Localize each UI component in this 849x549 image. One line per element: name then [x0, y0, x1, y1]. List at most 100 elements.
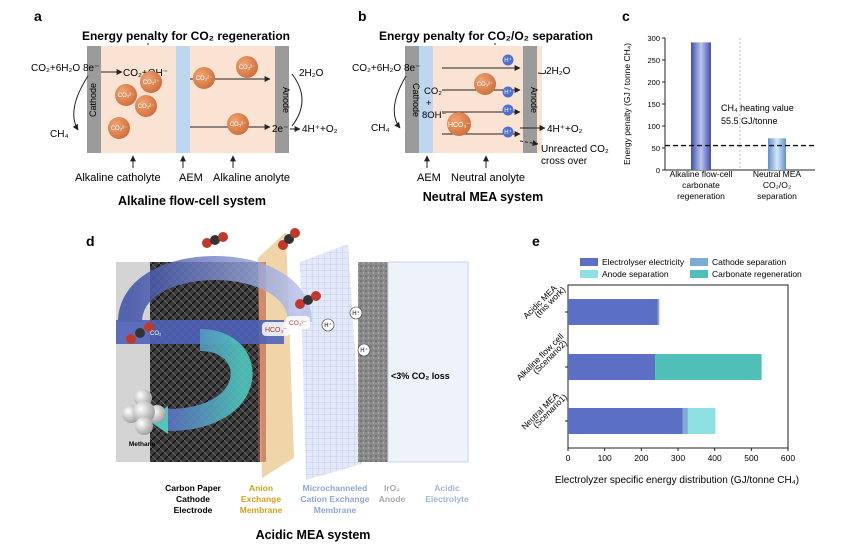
alkaline-system-title: Alkaline flow-cell system [118, 194, 266, 208]
anode-label: Anode [529, 87, 539, 113]
panel-c-cat1-line: Alkaline flow-cell [670, 169, 733, 179]
co2-molecule-label: CO₂ [150, 331, 162, 337]
panel-e-legend-swatch [580, 270, 598, 278]
panel-c-annotation-line2: 55.5 GJ/tonne [721, 116, 778, 126]
panel-e-legend-swatch [690, 270, 708, 278]
panel-e-x-tick-label: 500 [744, 453, 758, 463]
proton-bubble [349, 306, 363, 320]
co3-bubble [474, 73, 496, 95]
aem-label-line: Membrane [240, 505, 283, 515]
catalyst-interface-layer [258, 262, 266, 462]
methane-outlet-arc [167, 329, 253, 431]
co3-bubble [227, 113, 249, 135]
label-aem: AEM [417, 172, 441, 184]
panel-e-xlabel: Electrolyzer specific energy distributio… [555, 475, 799, 486]
electrolyte-label-line: Acidic [434, 483, 460, 493]
panel-c-bar [691, 42, 711, 170]
panel-e-category-label-line: Alkaline flow cell [514, 331, 565, 382]
panel-d: d CO₂ HCO₃⁻ CO₃²⁻ H⁺ [86, 228, 469, 542]
panel-e-bar-segment [655, 354, 762, 380]
co3-bubble-label: CO₃²⁻ [111, 126, 128, 132]
co3-tag [286, 316, 310, 329]
co3-bubble-label: CO₃²⁻ [239, 65, 256, 71]
ch4-arrow [72, 75, 89, 131]
co3-bubble [140, 71, 162, 93]
proton-label: H⁺ [504, 57, 512, 64]
membrane-oh: 8OH⁻ [422, 110, 447, 121]
co3-bubble [115, 84, 137, 106]
anode-products: 4H⁺+O₂ [547, 124, 583, 135]
panel-e-legend-label: Carbonate regeneration [712, 269, 802, 279]
cathode-reactants: CO₂+6H₂O 8e⁻ [31, 63, 99, 74]
panel-c-ylabel: Energy penalty (GJ / tonne CH₄) [622, 43, 632, 165]
proton-bubble [502, 126, 514, 138]
panel-c-y-tick-label: 100 [647, 122, 660, 131]
label-neutral-anolyte: Neutral anolyte [451, 172, 525, 184]
aem-label-line: Exchange [241, 494, 281, 504]
co3-bubble-label: CO₃²⁻ [196, 76, 213, 82]
panel-e-x-tick-label: 600 [781, 453, 795, 463]
carbon-paper-label-line: Carbon Paper [165, 483, 221, 493]
cathode-reactants: CO₂+6H₂O 8e⁻ [352, 63, 420, 74]
co2-loss-label: <3% CO₂ loss [391, 371, 450, 381]
membrane-plus: + [426, 98, 432, 109]
ch4-arrow [393, 75, 407, 129]
panel-e-legend-label: Anode separation [602, 269, 669, 279]
label-alkaline-anolyte: Alkaline anolyte [213, 172, 290, 184]
ch4-product: CH₄ [371, 123, 390, 134]
proton-bubble [321, 318, 335, 332]
co3-bubble [193, 67, 215, 89]
co2-molecule [126, 322, 154, 344]
microchanneled-cation-exchange-membrane [300, 244, 362, 480]
panel-e-legend-label: Cathode separation [712, 257, 786, 267]
panel-e-bar-segment [682, 408, 688, 434]
crossover-label: cross over [541, 156, 588, 167]
co2-molecule [295, 291, 321, 309]
panel-e-x-tick-label: 300 [671, 453, 685, 463]
cathode-plate [87, 46, 101, 153]
panel-e-bar-segment [657, 299, 660, 325]
anode-products: 4H⁺+O₂ [302, 124, 338, 135]
proton-label: H⁺ [324, 322, 332, 329]
panel-e-x-tick-label: 100 [598, 453, 612, 463]
proton-bubble [357, 343, 371, 357]
anode-label: Anode [281, 87, 291, 113]
proton-label: H⁺ [504, 107, 512, 114]
panel-a-letter: a [34, 8, 42, 24]
proton-label: H⁺ [360, 347, 368, 354]
panel-c-cat1-line: regeneration [677, 191, 725, 201]
cem-label-line: Cation Exchange [301, 494, 370, 504]
unreacted-co2-label: Unreacted CO₂ [541, 144, 609, 155]
co3-bubble-label: CO₃²⁻ [118, 93, 135, 99]
iro2-label-line: Anode [379, 494, 406, 504]
aem-membrane [419, 46, 433, 153]
panel-a: a Energy penalty for CO₂ regeneration Ca… [31, 8, 338, 208]
panel-c-y-tick-label: 250 [647, 56, 660, 65]
carbon-paper-label-line: Cathode [176, 494, 210, 504]
electrolyte-label-line: Electrolyte [425, 494, 469, 504]
panel-c-cat2-line: CO₂/O₂ [763, 180, 791, 190]
panel-e-bar-segment [568, 354, 656, 380]
panel-e-x-tick-label: 200 [634, 453, 648, 463]
anode-plate [275, 46, 289, 153]
panel-c: c Energy penalty (GJ / tonne CH₄) 050100… [622, 8, 815, 201]
cem-label-line: Microchanneled [303, 483, 368, 493]
co2-molecule [278, 228, 300, 250]
neutral-electrolyte-region [420, 46, 542, 153]
ch4-product: CH₄ [50, 129, 69, 140]
hco3-bubble-label: HCO₃⁻ [448, 122, 470, 129]
co3-bubble [135, 95, 157, 117]
panel-c-y-tick-label: 200 [647, 78, 660, 87]
panel-e-legend-swatch [580, 258, 598, 266]
panel-c-y-tick-label: 50 [652, 144, 660, 153]
panel-e-letter: e [532, 233, 540, 249]
anode-water-curve [537, 69, 547, 75]
cathode-label: Cathode [88, 83, 98, 117]
co3-bubble-label: CO₃²⁻ [143, 80, 160, 86]
carbon-paper-label-line: Electrode [174, 505, 213, 515]
panel-e-x-tick-label: 400 [708, 453, 722, 463]
aem-label-line: Anion [249, 483, 273, 493]
label-aem: AEM [179, 172, 203, 184]
panel-e-x-tick-label: 0 [566, 453, 571, 463]
